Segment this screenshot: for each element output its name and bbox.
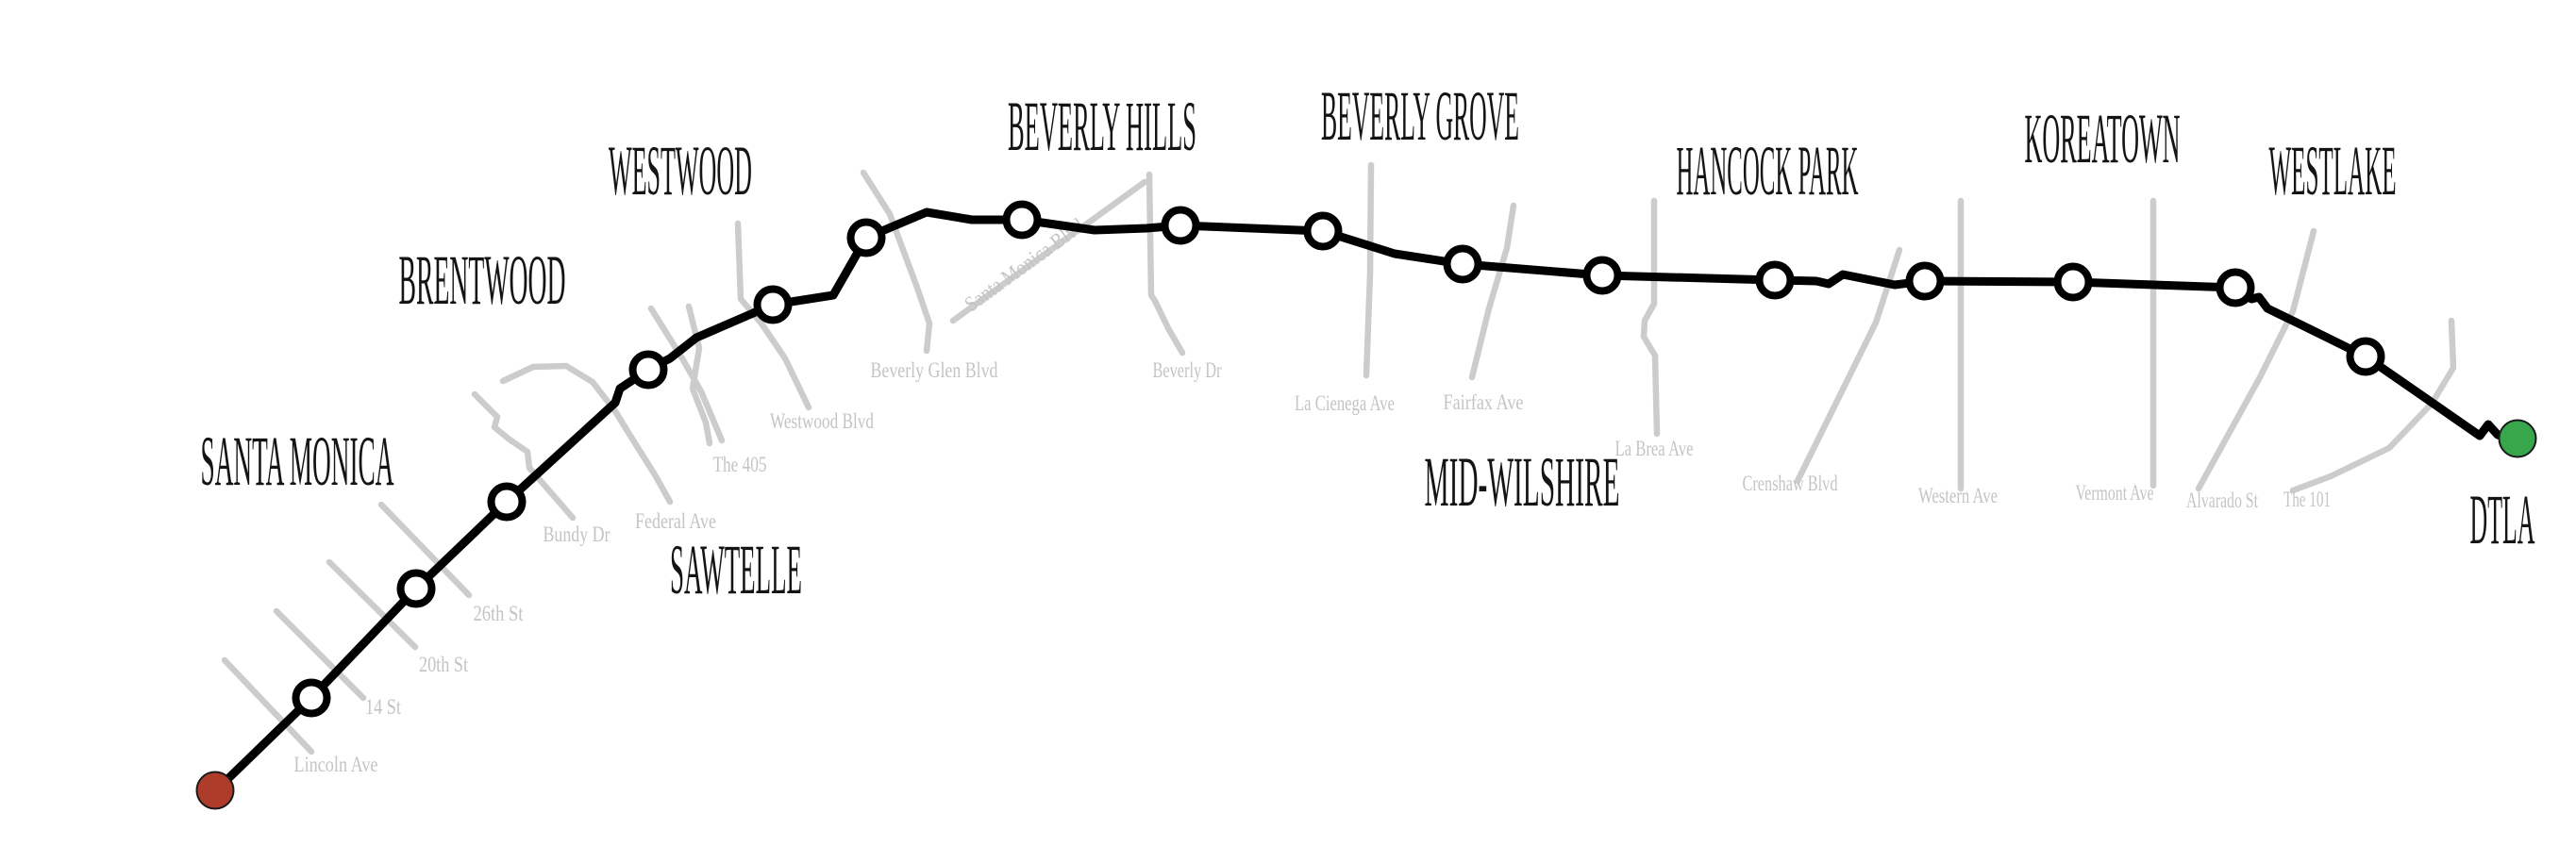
neighborhood-label-dtla: DTLA [2470, 481, 2535, 559]
street-label-lincoln-ave: Lincoln Ave [294, 753, 378, 776]
station-marker [753, 285, 793, 324]
terminal-dtla [2498, 419, 2537, 458]
street-label-20th-st: 20th St [419, 653, 468, 676]
street-label-crenshaw-blvd: Crenshaw Blvd [1743, 472, 1838, 495]
street-line-20th-st [326, 558, 419, 651]
neighborhood-label-sawtelle: SAWTELLE [670, 531, 802, 609]
neighborhood-label-beverly-hills: BEVERLY HILLS [1008, 88, 1196, 166]
street-label-fairfax-ave: Fairfax Ave [1444, 390, 1524, 414]
street-line-santa-monica-blvd [949, 178, 1148, 324]
street-label-vermont-ave: Vermont Ave [2076, 481, 2154, 505]
street-line-westwood-blvd [734, 220, 812, 411]
street-line-curve-5 [499, 362, 674, 506]
station-marker [628, 350, 668, 390]
street-line-la-cienega-ave [1363, 161, 1375, 379]
street-line-fairfax-ave [1468, 202, 1517, 381]
street-label-the-101: The 101 [2283, 488, 2331, 511]
station-marker [292, 678, 331, 718]
neighborhood-label-westlake: WESTLAKE [2269, 132, 2397, 210]
station-marker [1582, 256, 1622, 295]
street-label-14-st: 14 St [365, 695, 401, 719]
station-marker [396, 569, 436, 608]
neighborhood-label-koreatown: KOREATOWN [2025, 100, 2181, 178]
street-label-beverly-dr: Beverly Dr [1153, 358, 1222, 382]
street-line-14-st [273, 607, 367, 702]
station-marker [487, 482, 527, 522]
station-marker [846, 218, 886, 257]
station-marker [2346, 337, 2385, 376]
street-label-bundy-dr: Bundy Dr [544, 523, 611, 546]
street-label-la-cienega-ave: La Cienega Ave [1295, 391, 1395, 415]
street-line-bundy-dr [471, 390, 577, 522]
street-label-the-405: The 405 [713, 453, 767, 476]
neighborhood-label-hancock-park: HANCOCK PARK [1677, 132, 1859, 210]
neighborhood-label-westwood: WESTWOOD [609, 132, 752, 210]
street-label-26th-st: 26th St [474, 602, 524, 625]
street-label-alvarado-st: Alvarado St [2186, 489, 2258, 512]
street-line-la-brea-ave [1640, 197, 1661, 438]
neighborhood-label-mid-wilshire: MID-WILSHIRE [1425, 443, 1620, 522]
street-line-beverly-dr [1146, 171, 1186, 357]
street-label-beverly-glen-blvd: Beverly Glen Blvd [871, 358, 998, 382]
terminal-santa-monica [195, 771, 235, 810]
station-marker [2053, 262, 2093, 302]
street-line-the-405 [647, 305, 726, 444]
station-marker [1443, 244, 1482, 284]
street-line-beverly-glen-blvd [860, 169, 933, 355]
station-marker [1161, 206, 1200, 245]
street-line-alvarado-st [2195, 227, 2317, 492]
street-line-the-101 [2289, 317, 2457, 494]
street-label-western-ave: Western Ave [1918, 484, 1998, 507]
street-line-crenshaw-blvd [1794, 246, 1903, 485]
neighborhood-label-brentwood: BRENTWOOD [399, 241, 566, 320]
station-marker [2216, 268, 2255, 307]
station-marker [1755, 260, 1795, 300]
street-label-westwood-blvd: Westwood Blvd [770, 409, 874, 433]
station-marker [1303, 211, 1343, 251]
station-marker [1002, 200, 1042, 240]
street-line-lincoln-ave [221, 656, 315, 755]
station-marker [1905, 261, 1945, 301]
street-line-26th-st [377, 501, 473, 599]
neighborhood-label-santa-monica: SANTA MONICA [201, 423, 394, 501]
street-label-federal-ave: Federal Ave [635, 509, 716, 533]
neighborhood-label-beverly-grove: BEVERLY GROVE [1321, 77, 1519, 156]
street-label-la-brea-ave: La Brea Ave [1615, 437, 1694, 460]
